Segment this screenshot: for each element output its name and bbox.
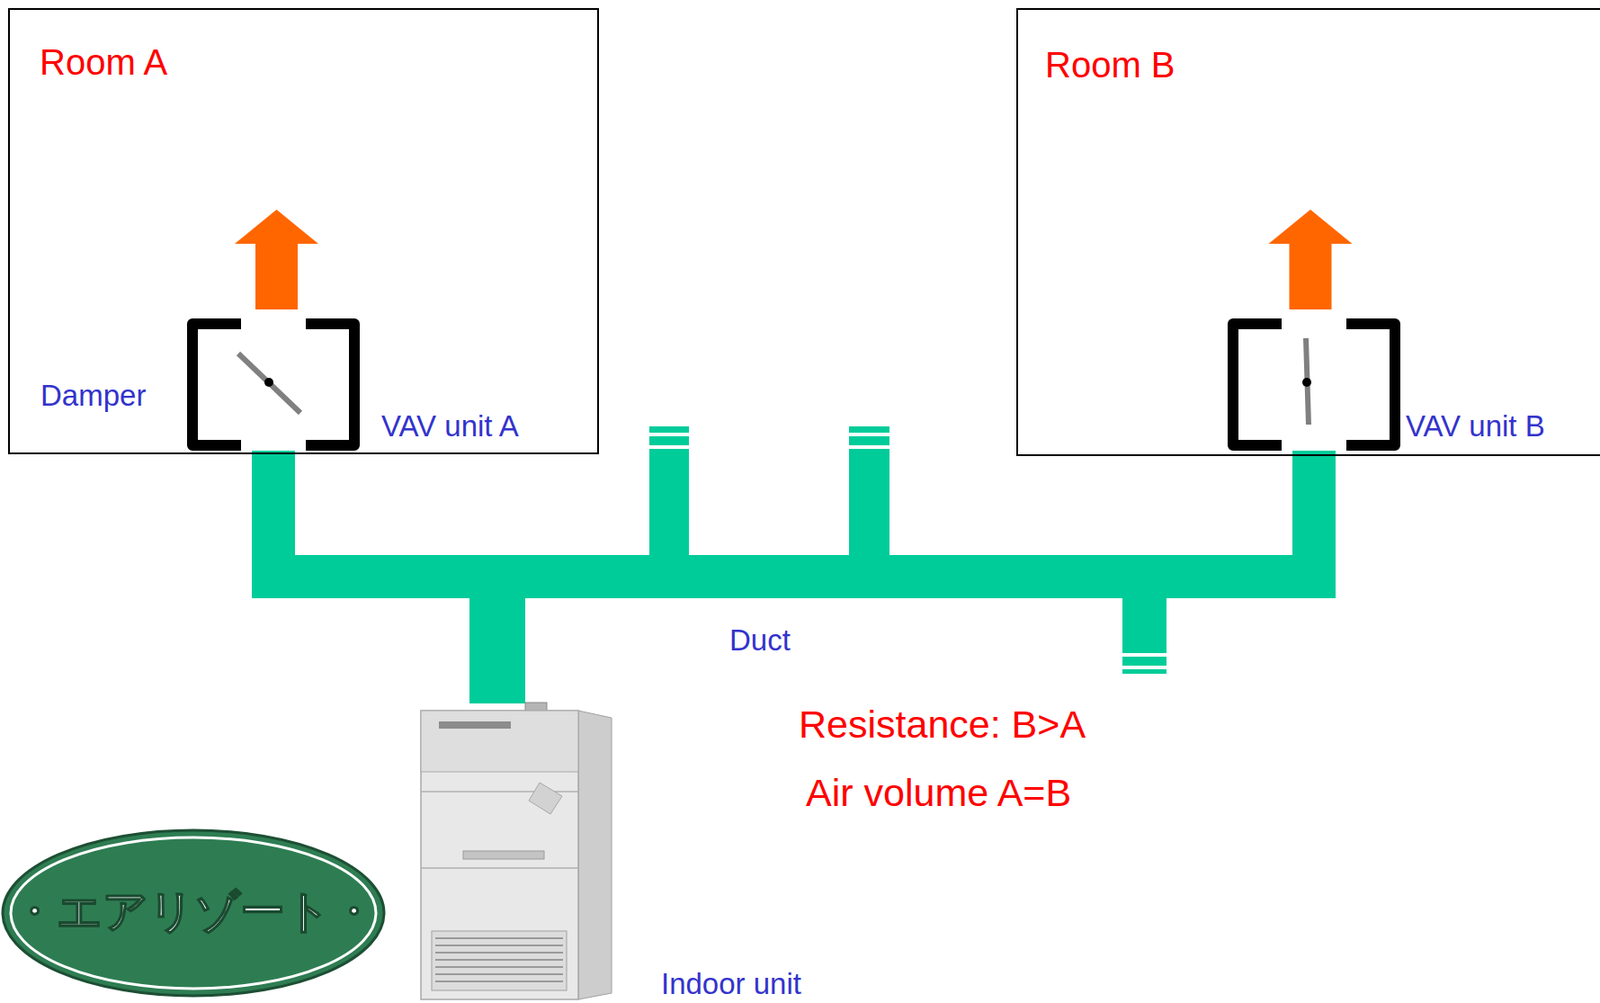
duct-connector	[273, 450, 498, 703]
stub-cap	[849, 432, 890, 437]
bracket	[305, 323, 355, 446]
logo-text: ・エアリゾート・	[4, 884, 383, 939]
stub-cap	[649, 432, 689, 437]
unit-label: VAV unit A	[381, 408, 519, 445]
part-label: Duct	[729, 622, 791, 659]
unit-sticker	[528, 782, 563, 814]
note: Resistance: B>A	[798, 701, 1086, 749]
damper-pivot	[1302, 377, 1312, 387]
room-name: Room B	[1045, 43, 1176, 87]
unit-label: VAV unit B	[1405, 408, 1546, 445]
unit-side	[578, 710, 612, 1000]
bracket	[192, 323, 242, 446]
room-name: Room A	[39, 40, 168, 84]
damper-pivot	[264, 377, 274, 387]
panel-line	[420, 867, 579, 869]
grille-lines	[435, 938, 564, 982]
vav-bracket	[1225, 318, 1403, 451]
bracket	[1233, 323, 1282, 446]
unit-grille	[431, 930, 567, 991]
stub-cap	[849, 445, 890, 449]
unit-label: Indoor unit	[661, 965, 802, 1002]
stub-cap	[1122, 665, 1167, 670]
supply-arrow	[234, 209, 319, 310]
bracket	[1346, 323, 1395, 446]
vav-unit: VAV unit A	[185, 318, 362, 451]
unit-body	[420, 710, 579, 1000]
vav-unit: VAV unit B	[1225, 318, 1403, 451]
vav-bracket	[185, 318, 362, 451]
part-label: Damper	[40, 377, 146, 414]
room-box: Room B VAV unit B	[1016, 8, 1600, 456]
unit-slot	[438, 721, 511, 729]
unit-top-panel	[420, 710, 579, 772]
logo-ellipse	[2, 830, 385, 996]
stub-cap	[649, 445, 689, 449]
note: Air volume A=B	[805, 769, 1072, 817]
stub-cap	[1122, 652, 1167, 657]
indoor-unit: Indoor unit	[413, 702, 613, 1000]
duct-connector	[497, 450, 1314, 703]
unit-handle	[463, 850, 545, 859]
damper-blade	[238, 353, 301, 413]
supply-arrow	[1269, 209, 1353, 310]
